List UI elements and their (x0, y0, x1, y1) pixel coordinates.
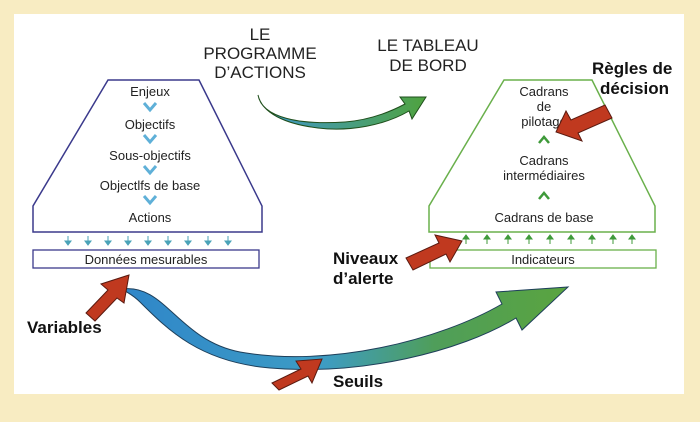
chevron-down-icon (142, 195, 158, 206)
arrow-up-icon (483, 234, 491, 244)
cadrans-intermediaires-line1: Cadrans (519, 153, 569, 168)
programme-heading-line1: LE (250, 25, 271, 44)
tableau-heading-line1: LE TABLEAU (377, 36, 478, 55)
niveaux-label-line1: Niveaux (333, 249, 399, 268)
bottom-curved-arrow (120, 286, 570, 371)
cadrans-intermediaires-line2: intermédiaires (503, 168, 585, 183)
regles-label-line2: décision (600, 79, 669, 98)
chevron-down-icon (142, 102, 158, 113)
top-curved-arrow (257, 94, 427, 130)
cadrans-pilotage-line2: de (537, 99, 551, 114)
variables-red-arrow (85, 274, 130, 322)
cadrans-pilotage-line1: Cadrans (519, 84, 569, 99)
arrow-down-icon (144, 236, 152, 246)
chevron-up-icon (538, 191, 550, 200)
pyramid-level-objectifs-de-base: Objectlfs de base (100, 178, 200, 193)
chevron-down-icon (142, 165, 158, 176)
right-indicator-arrows (462, 234, 636, 244)
arrow-up-icon (504, 234, 512, 244)
pyramid-level-enjeux: Enjeux (130, 84, 170, 99)
seuils-red-arrow (271, 358, 323, 391)
niveaux-label-line2: d’alerte (333, 269, 393, 288)
donnees-mesurables-label: Données mesurables (85, 252, 208, 267)
arrow-up-icon (567, 234, 575, 244)
cadrans-pilotage-line3: pilotage (521, 114, 567, 129)
arrow-down-icon (124, 236, 132, 246)
cadrans-de-base-label: Cadrans de base (494, 210, 593, 225)
arrow-up-icon (525, 234, 533, 244)
arrow-down-icon (184, 236, 192, 246)
arrow-up-icon (546, 234, 554, 244)
chevron-up-icon (538, 135, 550, 144)
niveaux-red-arrow (405, 234, 463, 271)
chevron-down-icon (142, 134, 158, 145)
arrow-down-icon (84, 236, 92, 246)
seuils-label: Seuils (333, 372, 383, 391)
programme-heading-line2: PROGRAMME (203, 44, 316, 63)
arrow-up-icon (609, 234, 617, 244)
arrow-up-icon (588, 234, 596, 244)
tableau-heading-line2: DE BORD (389, 56, 466, 75)
regles-red-arrow (555, 104, 613, 142)
pyramid-level-actions: Actions (129, 210, 172, 225)
arrow-up-icon (462, 234, 470, 244)
arrow-down-icon (104, 236, 112, 246)
variables-label: Variables (27, 318, 102, 337)
arrow-up-icon (628, 234, 636, 244)
arrow-down-icon (64, 236, 72, 246)
regles-label-line1: Règles de (592, 59, 672, 78)
indicateurs-label: Indicateurs (511, 252, 575, 267)
arrow-down-icon (224, 236, 232, 246)
left-pyramid-outline (32, 79, 263, 233)
left-measure-arrows (64, 236, 232, 246)
arrow-down-icon (164, 236, 172, 246)
donnees-mesurables-box (32, 249, 260, 269)
programme-heading-line3: D’ACTIONS (214, 63, 306, 82)
arrow-down-icon (204, 236, 212, 246)
pyramid-level-objectifs: Objectifs (125, 117, 176, 132)
pyramid-level-sous-objectifs: Sous-objectifs (109, 148, 191, 163)
